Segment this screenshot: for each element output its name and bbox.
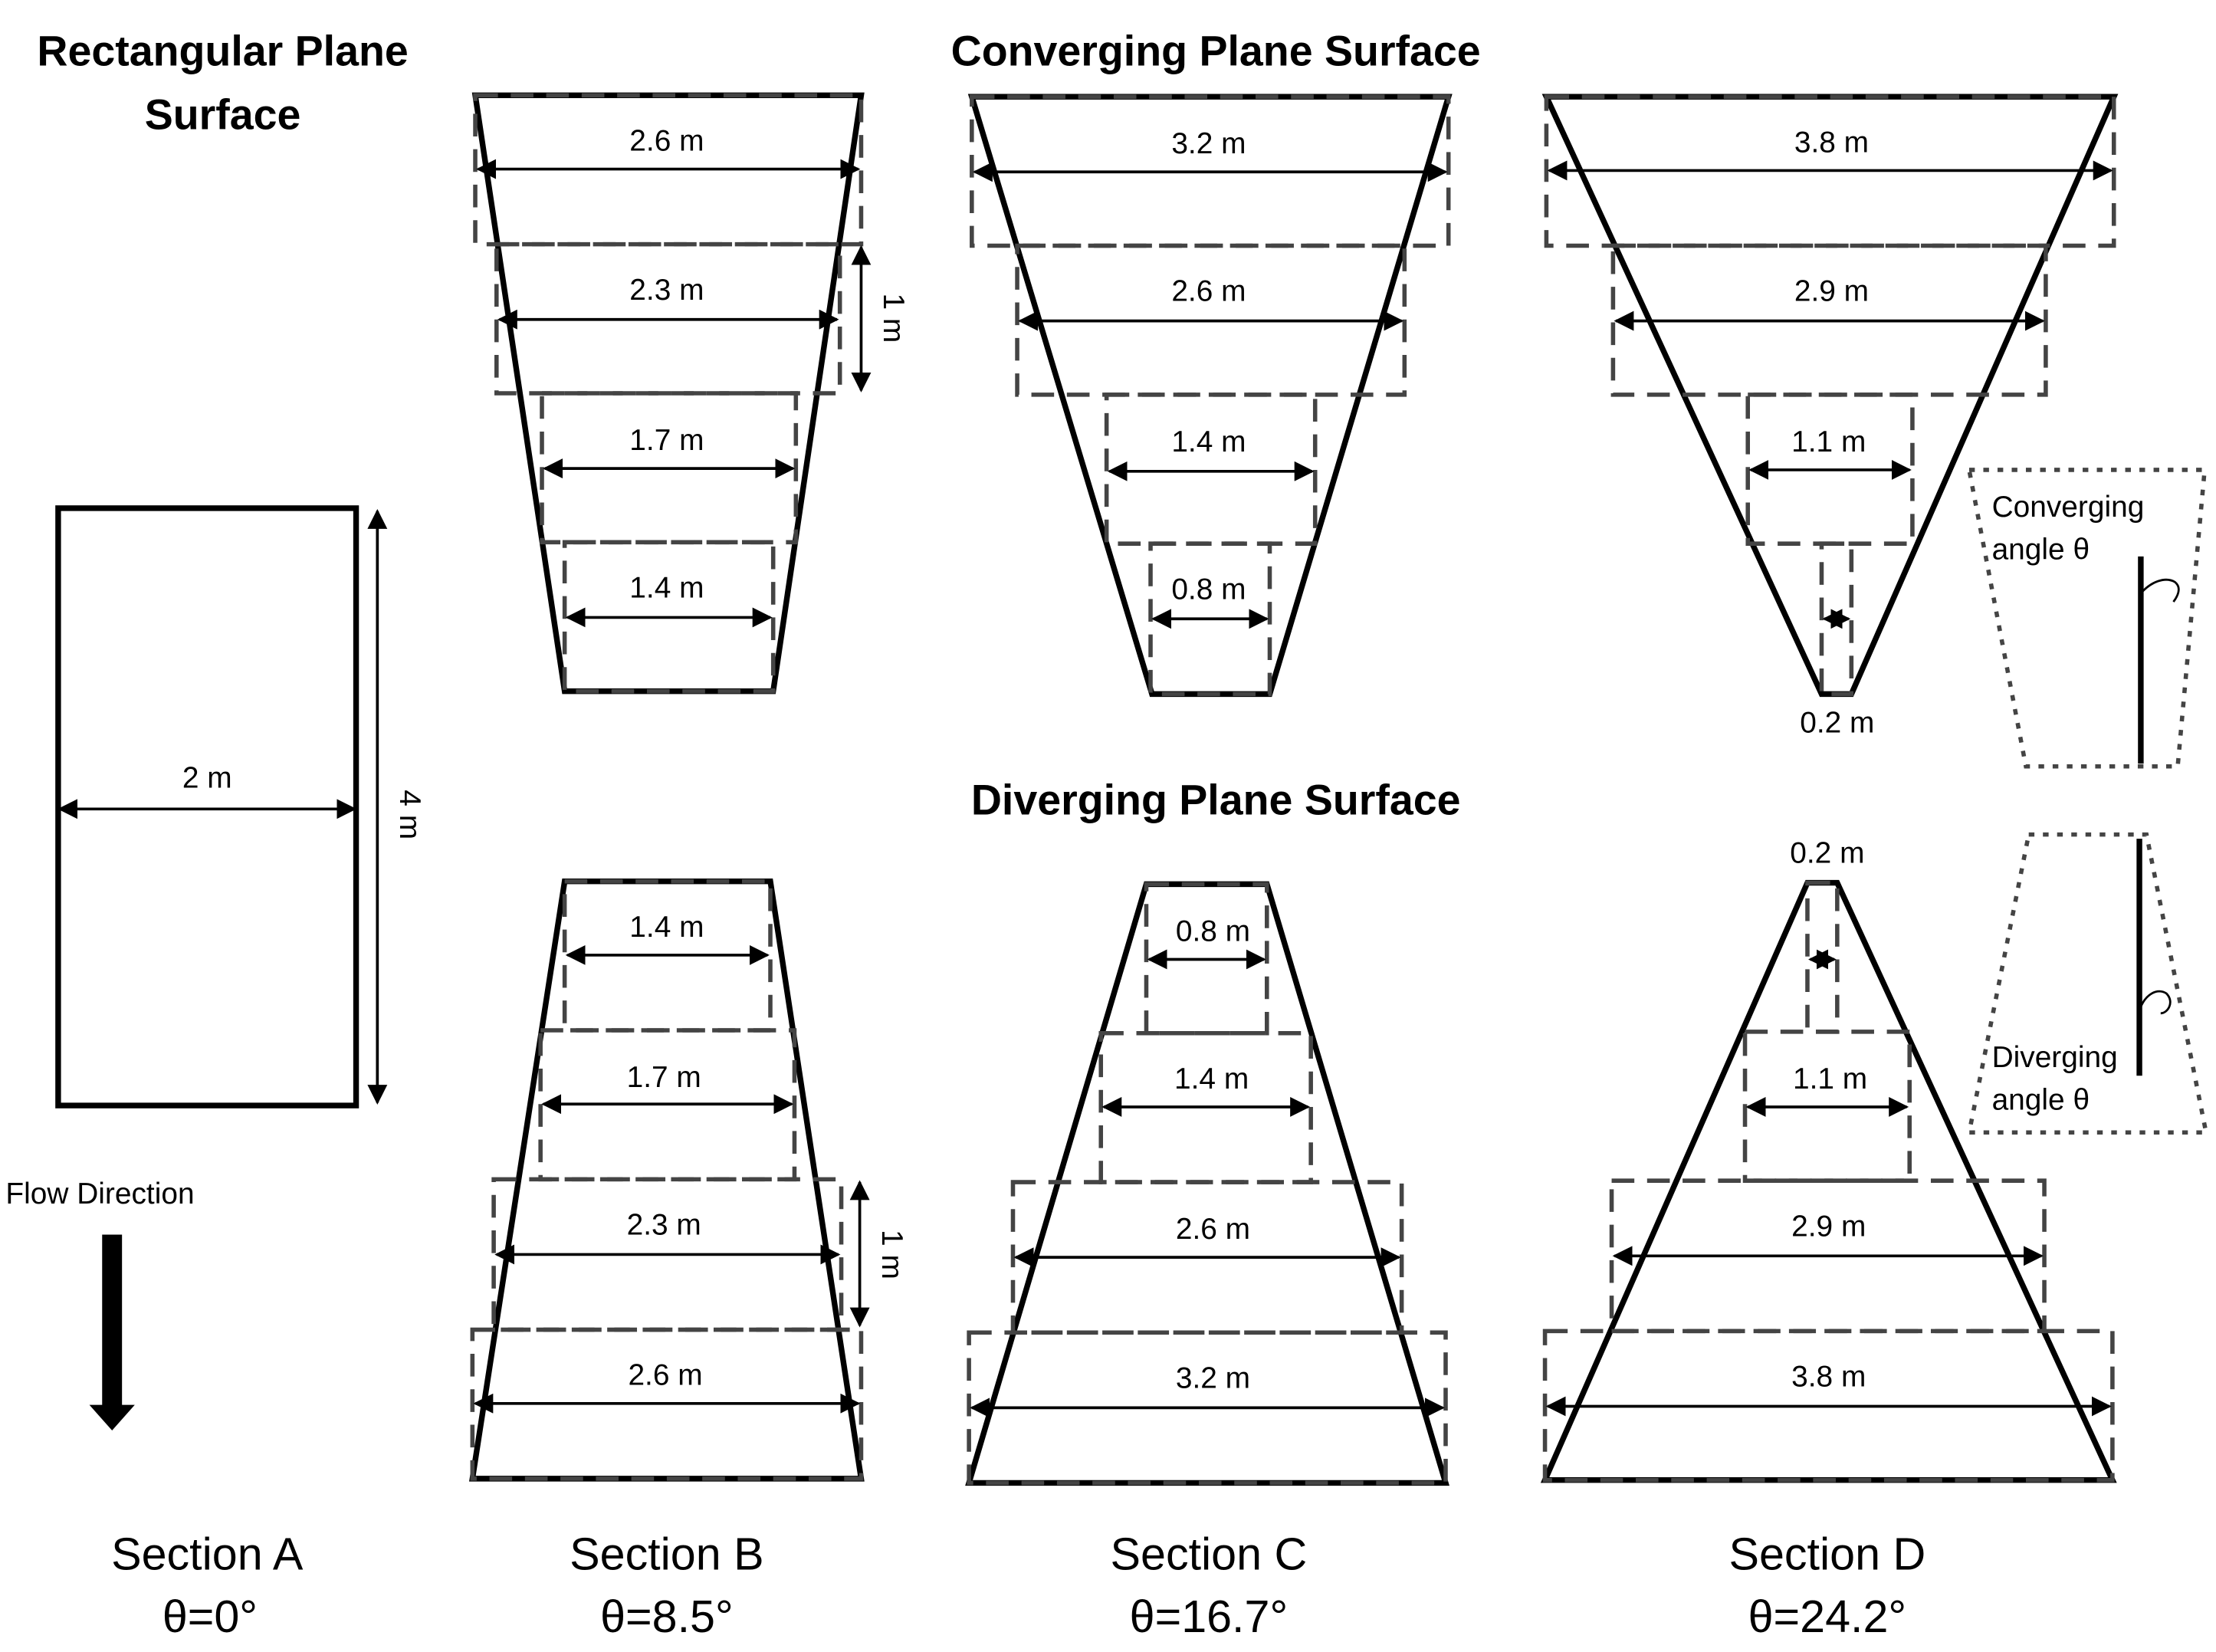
converging-d-width-1: 3.8 m: [1794, 126, 1869, 159]
diverging-c-width-3: 2.6 m: [1176, 1213, 1250, 1246]
section-d-angle: θ=24.2°: [1748, 1591, 1906, 1642]
diverging-c-width-4: 3.2 m: [1176, 1361, 1250, 1394]
down-arrow-icon: [89, 1234, 135, 1430]
diverging-d-width-4: 3.8 m: [1791, 1361, 1866, 1394]
converging-c-width-4: 0.8 m: [1171, 573, 1246, 606]
converging-b-width-1: 2.6 m: [629, 125, 704, 158]
section-a-rectangle-group: 2 m 4 m: [55, 505, 426, 1108]
converging-d-width-3: 1.1 m: [1791, 425, 1866, 458]
diverging-section-b: 1.4 m 1.7 m 2.3 m 2.6 m 1 m: [469, 878, 908, 1482]
diverging-section-c: 0.8 m 1.4 m 2.6 m 3.2 m: [965, 881, 1449, 1486]
converging-c-width-2: 2.6 m: [1171, 275, 1246, 308]
diverging-inset-label-2: angle θ: [1992, 1084, 2090, 1117]
diverging-c-width-2: 1.4 m: [1174, 1062, 1249, 1095]
diverging-d-width-3: 2.9 m: [1791, 1210, 1866, 1243]
diverging-section-d: 0.2 m 1.1 m 2.9 m 3.8 m: [1540, 837, 2117, 1483]
diverging-b-step-label: 1 m: [875, 1230, 908, 1279]
converging-d-width-4: 0.2 m: [1800, 706, 1874, 739]
diverging-b-width-3: 2.3 m: [627, 1209, 701, 1242]
section-c-angle: θ=16.7°: [1130, 1591, 1288, 1642]
heading-diverging: Diverging Plane Surface: [971, 777, 1461, 824]
section-b-name: Section B: [570, 1528, 763, 1579]
converging-c-width-3: 1.4 m: [1171, 425, 1246, 458]
converging-inset-outline: [1966, 468, 2208, 769]
diverging-b-width-1: 1.4 m: [629, 911, 704, 944]
converging-inset-label-2: angle θ: [1992, 534, 2090, 567]
converging-inset-label-1: Converging: [1992, 491, 2145, 524]
converging-section-d: 3.8 m 2.9 m 1.1 m 0.2 m: [1541, 94, 2119, 739]
diverging-d-width-2: 1.1 m: [1793, 1062, 1867, 1095]
diverging-b-width-2: 1.7 m: [627, 1061, 701, 1094]
converging-section-c: 3.2 m 2.6 m 1.4 m 0.8 m: [967, 94, 1453, 698]
section-c-name: Section C: [1111, 1528, 1308, 1579]
section-a-length-label: 4 m: [393, 790, 426, 839]
converging-angle-inset: Converging angle θ: [1966, 468, 2208, 769]
flow-direction-label: Flow Direction: [5, 1177, 194, 1210]
diverging-d-width-1: 0.2 m: [1790, 837, 1864, 870]
diverging-c-width-1: 0.8 m: [1176, 915, 1250, 948]
diverging-b-width-4: 2.6 m: [628, 1359, 702, 1392]
section-b-angle: θ=8.5°: [600, 1591, 734, 1642]
section-a-angle: θ=0°: [163, 1591, 258, 1642]
diverging-angle-inset: Diverging angle θ: [1966, 832, 2209, 1135]
converging-c-width-1: 3.2 m: [1171, 127, 1246, 160]
converging-section-b: 2.6 m 2.3 m 1.7 m 1.4 m 1 m: [471, 92, 910, 695]
heading-converging: Converging Plane Surface: [951, 27, 1481, 74]
section-d-name: Section D: [1728, 1528, 1925, 1579]
converging-d-width-2: 2.9 m: [1794, 275, 1869, 308]
converging-b-width-2: 2.3 m: [629, 274, 704, 307]
diverging-inset-label-1: Diverging: [1992, 1041, 2118, 1074]
heading-rectangular-line1: Rectangular Plane: [37, 27, 408, 74]
section-a-width-label: 2 m: [182, 762, 232, 795]
section-a-rectangle: [55, 505, 359, 1108]
heading-rectangular-line2: Surface: [145, 91, 301, 139]
converging-b-width-3: 1.7 m: [629, 424, 704, 457]
section-a-name: Section A: [111, 1528, 304, 1579]
converging-b-step-label: 1 m: [877, 294, 910, 343]
converging-b-width-4: 1.4 m: [629, 572, 704, 605]
